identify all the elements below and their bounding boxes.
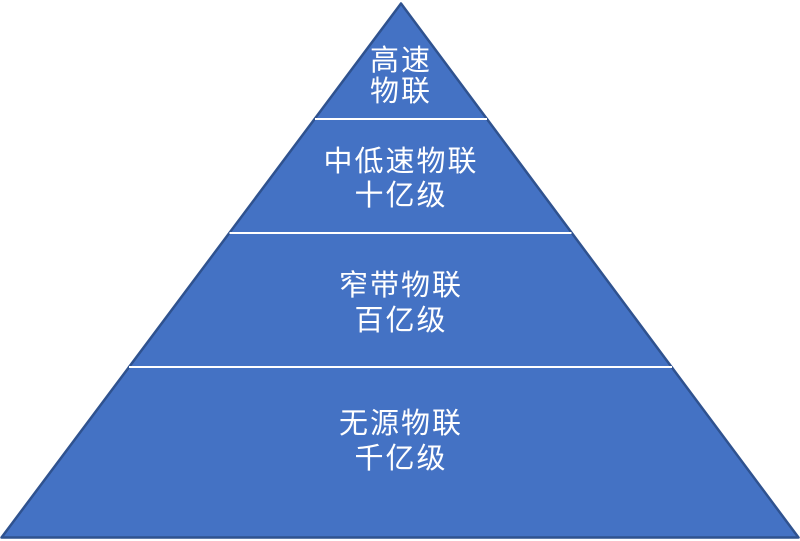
tier4-label-line2: 千亿级 (354, 442, 447, 475)
tier3-label-line2: 百亿级 (354, 304, 447, 337)
tier1-label-line1: 高速 (370, 44, 432, 77)
tier2-label-line1: 中低速物联 (323, 145, 478, 178)
tier1-label-line2: 物联 (370, 75, 432, 108)
tier3-label-line1: 窄带物联 (339, 269, 463, 302)
tier4-label-line1: 无源物联 (339, 407, 463, 440)
tier2-label-line2: 十亿级 (354, 179, 447, 212)
